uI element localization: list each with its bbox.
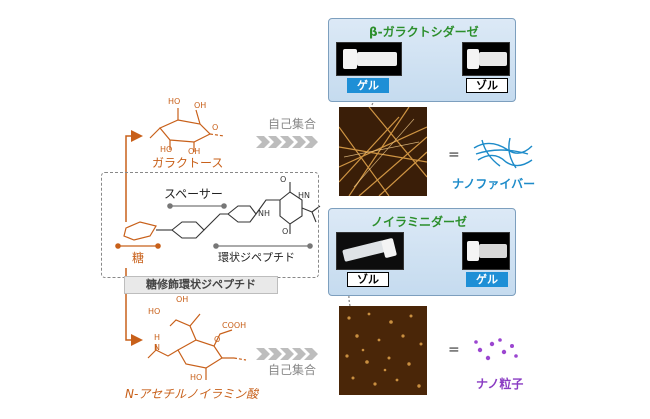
vial-tube [357,52,397,66]
atom-nh: NH [258,209,270,218]
sol-label-top: ゾル [466,78,508,93]
dipeptide-indicator [213,243,313,249]
fiber-texture [339,107,427,196]
atom-ho-neuraminic: HO [148,307,161,316]
galactose-label: ガラクトース [152,156,224,170]
atom-o-galactose: O [212,123,219,132]
vial-cap [467,49,479,69]
equals-top: = [448,147,460,163]
sol-label-bottom: ゾル [347,272,389,287]
self-assembly-label-bottom: 自己集合 [268,363,317,377]
atom-cooh: COOH [222,321,247,330]
nanofiber-label: ナノファイバー [452,177,536,191]
vial-gel-top [336,42,402,76]
atom-o-neuraminic: O [214,335,221,344]
atom-ho-galactose-2: HO [160,145,173,154]
cyclic-dipeptide-label: 環状ジペプチド [218,251,295,264]
afm-image-nanoparticle [339,306,427,395]
neuraminic-label: N-アセチルノイラミン酸 [125,387,259,401]
gel-label-bottom: ゲル [466,272,508,287]
vial-sol-top [462,42,510,76]
atom-hn: HN [298,191,310,200]
particle-texture [345,312,423,388]
gel-label-top: ゲル [347,78,389,93]
atom-oh-neuraminic: OH [176,295,189,304]
atom-n-neuraminic: N [154,343,160,352]
molecule-skeleton [156,182,321,239]
self-assembly-arrows-top [256,136,318,148]
spacer-indicator [167,203,227,209]
nanoparticle-icon [474,338,518,361]
vial-cap [343,49,357,69]
neuraminic-structure [147,313,247,380]
atom-o-molecule: O [280,175,287,184]
equals-bottom: = [448,342,460,358]
vial-tube [342,240,386,262]
atom-ho-galactose: HO [168,97,181,106]
galactose-structure [149,108,225,152]
vial-tube [479,244,507,258]
atom-oh-galactose-2: OH [188,147,201,156]
self-assembly-arrows-bottom [256,348,318,360]
atom-o-molecule-2: O [282,227,289,236]
sugar-ring [123,221,157,241]
molecule-banner: 糖修飾環状ジペプチド [124,276,278,294]
panel-title-neuraminidase: ノイラミニダーゼ [371,215,468,229]
vial-cap [381,237,397,259]
vial-gel-bottom [462,232,510,270]
afm-image-nanofiber [339,107,427,196]
sugar-indicator [115,243,161,249]
atom-oh-galactose: OH [194,101,207,110]
spacer-label: スペーサー [164,187,223,201]
nanoparticle-label: ナノ粒子 [476,377,524,391]
vial-sol-bottom [336,232,404,270]
nanofiber-icon [473,137,533,169]
panel-title-beta-galactosidase: β-ガラクトシダーゼ [369,25,479,39]
vial-cap [467,241,479,261]
vial-tube [479,52,507,66]
self-assembly-label-top: 自己集合 [268,117,317,131]
atom-ho-neuraminic-2: HO [190,373,203,382]
atom-h-neuraminic: H [154,333,161,342]
sugar-label: 糖 [132,251,145,265]
